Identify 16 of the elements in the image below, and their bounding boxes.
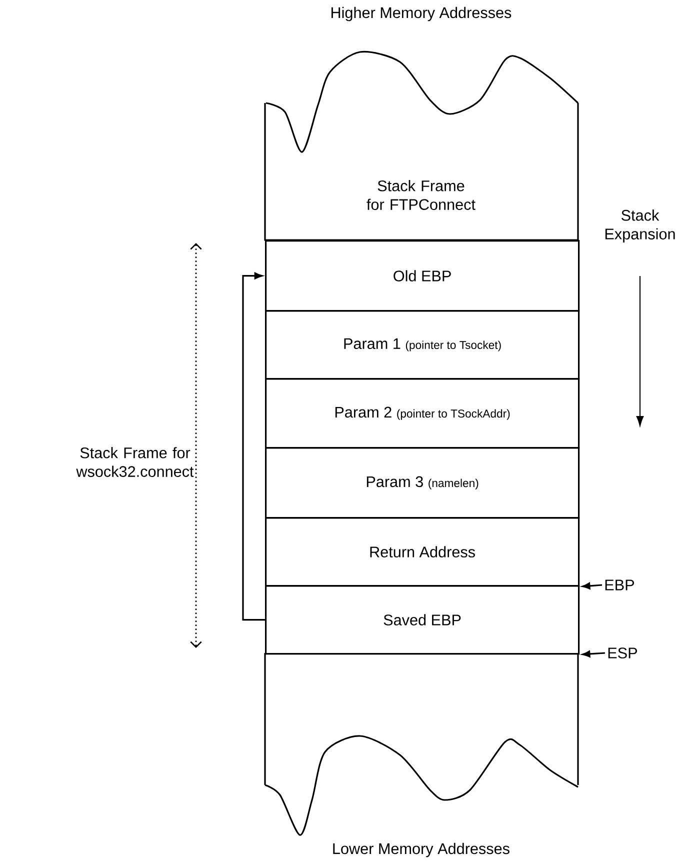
stack-region [264, 653, 579, 836]
pointer-arrow [242, 272, 265, 621]
stack-slot: Param 1 (pointer to Tsocket) [265, 310, 580, 380]
register-label: EBP [605, 580, 634, 590]
pointer-arrow [582, 650, 606, 658]
stack-slot: Param 2 (pointer to TSockAddr) [265, 378, 580, 449]
heading-label: Higher Memory Addresses [332, 6, 512, 22]
frame-label: Stack Frame for wsock32.connect [76, 447, 194, 477]
stack-expansion-label: Stack Expansion [605, 210, 675, 242]
register-label: ESP [608, 648, 637, 658]
pointer-arrow [582, 582, 602, 590]
stack-slot: Return Address [265, 517, 580, 587]
stack-slot: Old EBP [265, 240, 580, 312]
stack-slot: Param 3 (namelen) [265, 447, 580, 519]
stack-region: Stack Frame for FTPConnect [264, 51, 579, 241]
stack-slot: Saved EBP [265, 585, 580, 655]
